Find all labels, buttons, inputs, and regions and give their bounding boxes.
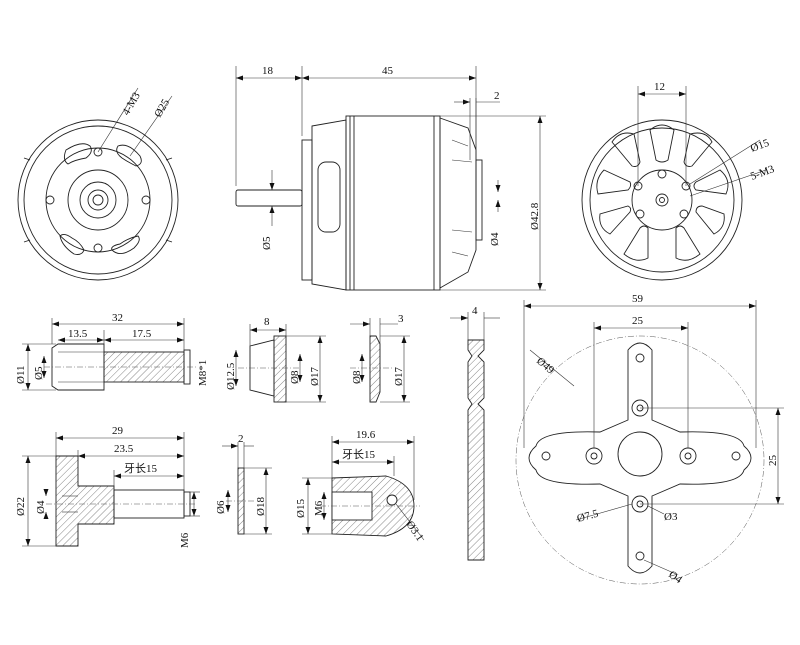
- front-holes-label: 4-M3: [120, 90, 143, 118]
- mount-hole3-label: Ø4: [666, 569, 684, 587]
- cone-dia-label: Ø15: [295, 499, 307, 518]
- mount-width-label: 59: [632, 293, 644, 305]
- ring1-d2-label: Ø8: [289, 370, 301, 384]
- prop-adapter-1: 32 13.5 17.5 Ø11 Ø5 M8*1: [15, 312, 209, 391]
- adapter2-thread-len-label: 牙长15: [124, 462, 157, 475]
- plate-thickness-label: 4: [472, 305, 478, 317]
- body-dia-label: Ø42.8: [529, 202, 541, 230]
- adapter2-a-label: 23.5: [114, 443, 134, 455]
- rear-holes-label: 5-M3: [749, 163, 777, 183]
- ring1-width-label: 8: [264, 316, 270, 328]
- adapter2-len-label: 29: [112, 425, 124, 437]
- adapter1-b-label: 17.5: [132, 328, 152, 340]
- rear-pcd-label: Ø15: [749, 137, 771, 155]
- spinner-cone: 19.6 牙长15 Ø15 M6 Ø3.1: [295, 429, 426, 543]
- mount-dia-label: Ø49: [534, 355, 557, 377]
- adapter1-len-label: 32: [112, 312, 123, 324]
- mount-hole1-label: Ø7.5: [576, 508, 601, 525]
- dim-18-label: 18: [262, 65, 274, 77]
- mount-center-label: 25: [632, 315, 644, 327]
- washer-d2-label: Ø18: [255, 497, 267, 516]
- ring2-d2-label: Ø17: [393, 367, 405, 386]
- rear-view: 12 Ø15 5-M3: [581, 81, 777, 281]
- adapter2-d1-label: Ø22: [15, 497, 27, 516]
- washer-width-label: 2: [238, 433, 244, 445]
- collet-ring-2: 3 Ø8 Ø17: [350, 313, 410, 403]
- rear-dia-label: Ø4: [489, 232, 501, 246]
- prop-adapter-2: 29 23.5 牙长15 Ø22 Ø4 M6: [15, 425, 200, 548]
- washer: 2 Ø6 Ø18: [215, 433, 272, 535]
- ring2-d1-label: Ø8: [351, 370, 363, 384]
- dim-45-label: 45: [382, 65, 394, 77]
- adapter1-d1-label: Ø11: [15, 365, 27, 384]
- mount-height-label: 25: [767, 455, 779, 467]
- ring2-width-label: 3: [398, 313, 404, 325]
- ring1-d3-label: Ø17: [309, 367, 321, 386]
- mount-hole2-label: Ø3: [664, 511, 678, 523]
- ring1-d1-label: Ø12.5: [225, 362, 237, 390]
- collet-ring-1: 8 Ø12.5 Ø8 Ø17: [225, 316, 326, 403]
- mount-plate-side: 4: [450, 305, 500, 561]
- dim-2-label: 2: [494, 90, 500, 102]
- cone-thread-label: M6: [313, 500, 325, 516]
- adapter2-thread-label: M6: [179, 532, 191, 548]
- cross-mount: 59 25 Ø49 25 Ø7.5 Ø3 Ø4: [515, 293, 784, 587]
- adapter1-d2-label: Ø5: [33, 366, 45, 380]
- rear-width-label: 12: [654, 81, 665, 93]
- shaft-dia-label: Ø5: [261, 236, 273, 250]
- side-view: 18 45 2 Ø5 Ø4 Ø42.8: [235, 65, 546, 291]
- adapter2-d2-label: Ø4: [35, 500, 47, 514]
- washer-d1-label: Ø6: [215, 500, 227, 514]
- adapter1-a-label: 13.5: [68, 328, 88, 340]
- front-view: 4-M3 Ø25: [17, 87, 179, 281]
- cone-thread-len-label: 牙长15: [342, 448, 375, 461]
- adapter1-thread-label: M8*1: [197, 360, 209, 386]
- cone-hole-label: Ø3.1: [404, 519, 426, 544]
- cone-len-label: 19.6: [356, 429, 376, 441]
